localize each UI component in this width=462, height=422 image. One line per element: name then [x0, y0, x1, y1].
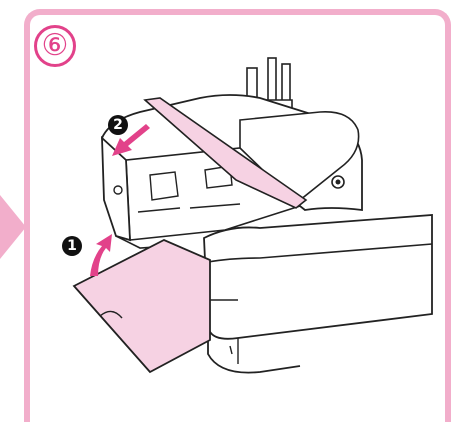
arrow-up-icon [90, 234, 112, 276]
step-number: ⑥ [34, 25, 76, 67]
left-pointer-tab [0, 195, 26, 259]
arrow-down-left-icon [112, 124, 150, 156]
step-badge-1: 1 [62, 236, 82, 256]
free-arm [203, 214, 433, 340]
step-badge-2: 2 [108, 115, 128, 135]
